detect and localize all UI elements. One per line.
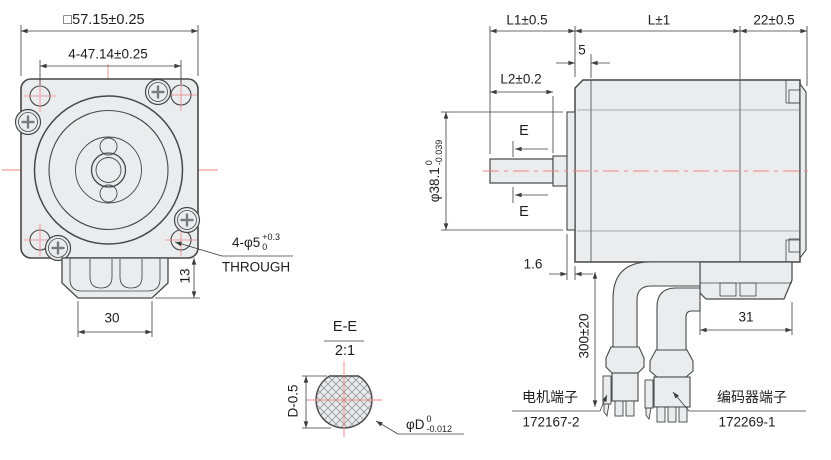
encoder-cable — [656, 287, 701, 351]
motor-connector-plug — [602, 346, 645, 418]
front-plate-circle — [33, 95, 184, 245]
hub-circle — [75, 136, 142, 204]
encoder-connector-plug — [644, 349, 694, 423]
phillips-screws — [14, 78, 201, 262]
section-dimensions — [302, 375, 464, 435]
section-mark-top: E — [519, 122, 529, 139]
dim-front-width: □57.15±0.25 — [63, 11, 145, 28]
encoder-terminal-part: 172269-1 — [718, 414, 776, 430]
hub-hole-bottom — [99, 184, 118, 203]
front-dimensions — [20, 25, 293, 337]
motor-flange-face — [20, 78, 199, 259]
mounting-hole-callout: 4-φ5 +0.3 0 — [231, 232, 281, 253]
section-title: E-E — [332, 318, 358, 335]
motor-terminal-part: 172167-2 — [522, 414, 580, 430]
dim-l2: L2±0.2 — [500, 71, 542, 87]
rear-cap-edge — [799, 82, 807, 260]
side-view — [441, 26, 813, 423]
front-view — [2, 25, 293, 337]
mounting-holes — [24, 79, 197, 256]
hub-hole-top — [99, 137, 118, 156]
dim-cable-length: 300±20 — [576, 313, 592, 359]
side-dimensions — [441, 26, 808, 412]
shaft-circle — [95, 157, 122, 183]
through-note: THROUGH — [221, 259, 291, 275]
dim-rear: 22±0.5 — [753, 12, 795, 28]
pilot-boss-circle — [48, 109, 169, 231]
dim-bolt-spacing: 4-47.14±0.25 — [68, 46, 148, 62]
dim-pilot-depth: 1.6 — [523, 256, 543, 272]
dim-front-step: 5 — [578, 42, 586, 58]
side-connector-housing — [699, 261, 793, 300]
motor-terminal-label: 电机端子 — [522, 389, 578, 405]
encoder-terminal-label: 编码器端子 — [717, 389, 787, 405]
hole-callout-text: 4-φ5 — [231, 235, 261, 251]
section-scale: 2:1 — [334, 342, 356, 359]
dim-connector-width: 30 — [104, 310, 120, 326]
pilot-dia-callout: φ38.1 0 -0.039 — [424, 139, 444, 203]
section-mark-bottom: E — [519, 203, 529, 220]
front-connector-block — [61, 257, 169, 299]
hole-tolerance-stack: +0.3 0 — [262, 232, 281, 252]
dim-l: L±1 — [647, 12, 671, 28]
shaft-collar-circle — [90, 152, 127, 188]
dim-connector-height: 13 — [177, 268, 193, 284]
section-view-ee — [302, 340, 464, 437]
shaft-dia-tolerance-stack: 0 -0.012 — [426, 414, 453, 434]
pilot-tolerance-stack: 0 -0.039 — [424, 139, 444, 166]
shaft-dia-callout: φD 0 -0.012 — [405, 414, 453, 434]
dim-side-connector: 31 — [738, 309, 754, 325]
dim-shaft-flat: D-0.5 — [285, 384, 301, 418]
dim-l1: L1±0.5 — [506, 12, 548, 28]
